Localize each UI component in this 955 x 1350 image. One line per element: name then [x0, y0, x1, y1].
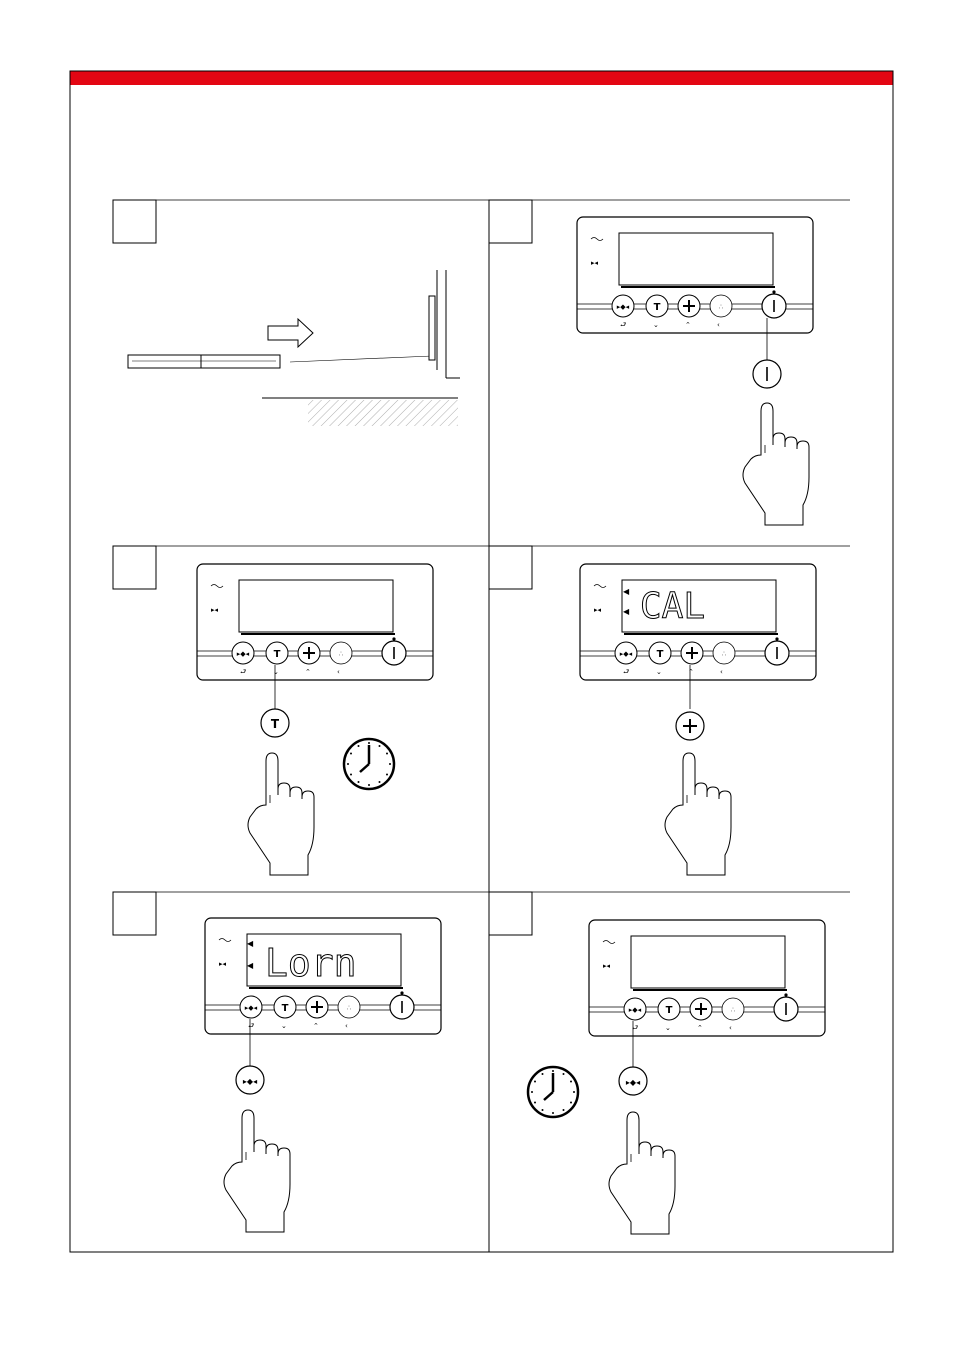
red-header-bar — [70, 71, 893, 85]
tare-key-icon: T — [261, 709, 289, 737]
plus-key-icon — [676, 712, 704, 740]
lcd-display-text: CAL — [640, 586, 705, 627]
clock-icon — [344, 739, 394, 789]
zero-key-icon: ▸◆◂ — [619, 1067, 647, 1095]
step-6-illustration: ▸◆◂ — [528, 920, 825, 1234]
svg-text:◀: ◀ — [247, 939, 254, 948]
step-4-box — [489, 546, 532, 589]
hand-pointer-icon — [609, 1112, 675, 1234]
svg-text:◀: ◀ — [247, 961, 254, 970]
step-2-illustration — [577, 217, 813, 525]
hand-pointer-icon — [224, 1110, 290, 1232]
hand-pointer-icon — [248, 753, 314, 875]
svg-text:▸◆◂: ▸◆◂ — [243, 1077, 257, 1086]
scale-platform — [128, 355, 280, 368]
hand-pointer-icon — [665, 753, 731, 875]
svg-text:◀: ◀ — [623, 607, 630, 616]
svg-text:▸◆◂: ▸◆◂ — [626, 1078, 640, 1087]
step-1-box — [113, 200, 156, 243]
power-key-icon — [753, 360, 781, 388]
step-3-illustration: T — [197, 564, 433, 875]
step-5-box — [113, 892, 156, 935]
step-4-illustration: CAL ◀ ◀ — [580, 564, 816, 875]
step-3-box — [113, 546, 156, 589]
push-arrow-icon — [268, 319, 313, 347]
step-2-box — [489, 200, 532, 243]
clock-icon — [528, 1067, 578, 1117]
step-6-box — [489, 892, 532, 935]
step-5-illustration: Lorn ◀ ◀ ▸◆◂ — [205, 918, 441, 1232]
svg-text:T: T — [271, 717, 280, 731]
lcd-display-text: Lorn — [265, 941, 357, 985]
hand-pointer-icon — [743, 403, 809, 525]
svg-text:◀: ◀ — [623, 587, 630, 596]
step-1-illustration — [128, 270, 460, 426]
zero-key-icon: ▸◆◂ — [236, 1066, 264, 1094]
